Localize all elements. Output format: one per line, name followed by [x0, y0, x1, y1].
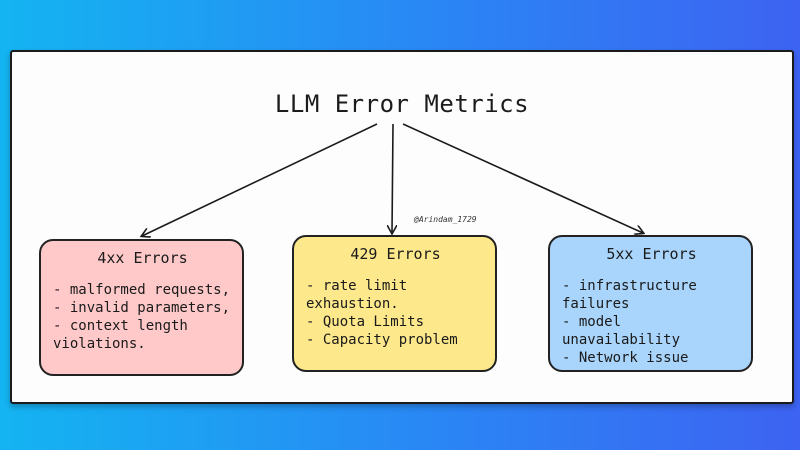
list-item: - Capacity problem	[306, 332, 458, 348]
arrow-to-429	[392, 123, 393, 233]
list-item: - invalid parameters,	[53, 300, 231, 316]
arrow-to-4xx	[142, 123, 378, 236]
author-watermark: @Arindam_1729	[414, 215, 477, 224]
box-4xx-errors: 4xx Errors - malformed requests, - inval…	[39, 239, 244, 376]
box-429-errors: 429 Errors - rate limit exhaustion. - Qu…	[292, 235, 497, 372]
list-item: - malformed requests,	[53, 282, 231, 298]
list-item: - infrastructure	[562, 278, 697, 294]
connector-arrows	[12, 123, 792, 402]
box-5xx-errors: 5xx Errors - infrastructure failures - m…	[548, 235, 753, 372]
arrow-to-5xx	[402, 123, 643, 233]
diagram-title: LLM Error Metrics	[274, 90, 530, 118]
list-item: - Quota Limits	[306, 314, 425, 330]
list-item: failures	[562, 296, 630, 312]
box-heading: 429 Errors	[350, 245, 441, 263]
list-item: violations.	[53, 336, 146, 352]
list-item: - rate limit exhaustion.	[306, 278, 408, 312]
list-item: - model unavailability	[562, 314, 681, 348]
box-heading: 4xx Errors	[97, 249, 188, 267]
box-heading: 5xx Errors	[606, 245, 697, 263]
diagram-card: LLM Error Metrics @Arindam_1729 4xx Erro…	[10, 50, 794, 404]
list-item: - Network issue	[562, 350, 689, 366]
list-item: - context length	[53, 318, 188, 334]
